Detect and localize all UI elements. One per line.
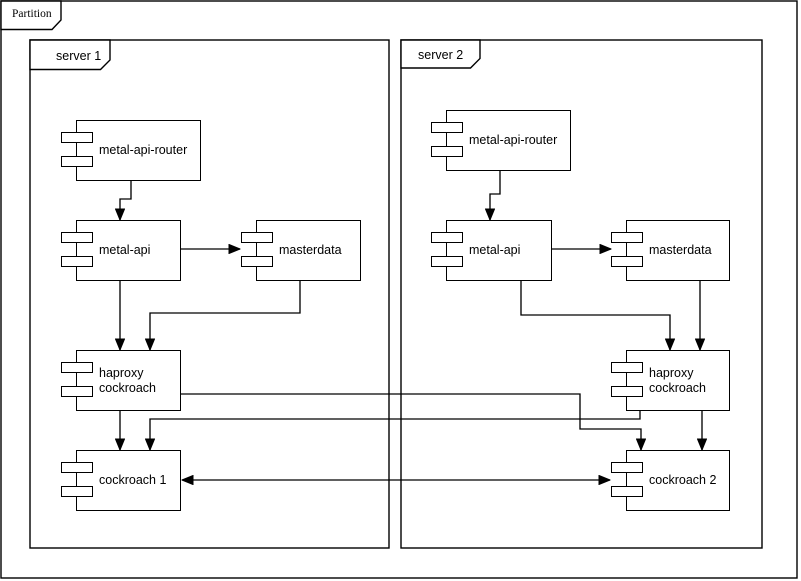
edge-router2-to-api2 [490,171,501,220]
server1-frame-label: server 1 [56,49,102,63]
node-cockroach-1[interactable]: cockroach 1 [61,450,181,511]
edge-haproxy2-to-cockroach1 [150,410,641,450]
component-port-icon [241,232,273,243]
component-port-icon [61,156,93,167]
node-label: cockroach 2 [649,473,717,487]
node-label: haproxy cockroach [649,365,706,395]
server2-frame-label: server 2 [418,48,464,62]
component-port-icon [61,462,93,473]
component-port-icon [61,386,93,397]
component-port-icon [431,256,463,267]
partition-frame-tab [0,0,62,31]
component-port-icon [61,232,93,243]
component-port-icon [611,232,643,243]
node-label: metal-api-router [469,133,558,147]
component-port-icon [431,146,463,157]
edge-masterdata1-to-haproxy1 [150,280,301,350]
edge-haproxy1-to-cockroach2 [181,393,641,450]
node-metal-api-1[interactable]: metal-api [61,220,181,281]
edge-router1-to-api1 [120,181,132,220]
node-masterdata-1[interactable]: masterdata [241,220,361,281]
node-masterdata-2[interactable]: masterdata [611,220,730,281]
component-port-icon [241,256,273,267]
component-port-icon [431,232,463,243]
component-port-icon [61,486,93,497]
server1-frame-tab [29,39,111,71]
component-port-icon [431,122,463,133]
component-port-icon [61,256,93,267]
component-port-icon [611,362,643,373]
node-metal-api-router-2[interactable]: metal-api-router [431,110,571,171]
node-label: metal-api-router [99,143,188,157]
node-cockroach-2[interactable]: cockroach 2 [611,450,730,511]
server2-frame-tab [400,39,481,69]
component-port-icon [61,362,93,373]
server2-frame[interactable] [400,39,763,549]
node-label: masterdata [279,243,342,257]
component-port-icon [611,462,643,473]
partition-frame-label: Partition [12,8,52,20]
node-haproxy-cockroach-1[interactable]: haproxy cockroach [61,350,181,411]
node-label: metal-api [469,243,521,257]
node-label: haproxy cockroach [99,365,156,395]
component-port-icon [611,256,643,267]
edge-api2-to-haproxy2 [520,280,670,350]
node-label: masterdata [649,243,712,257]
node-label: cockroach 1 [99,473,167,487]
node-label: metal-api [99,243,151,257]
component-port-icon [611,486,643,497]
component-port-icon [611,386,643,397]
component-port-icon [61,132,93,143]
server1-frame[interactable] [29,39,390,549]
node-haproxy-cockroach-2[interactable]: haproxy cockroach [611,350,730,411]
node-metal-api-router-1[interactable]: metal-api-router [61,120,201,181]
node-metal-api-2[interactable]: metal-api [431,220,552,281]
